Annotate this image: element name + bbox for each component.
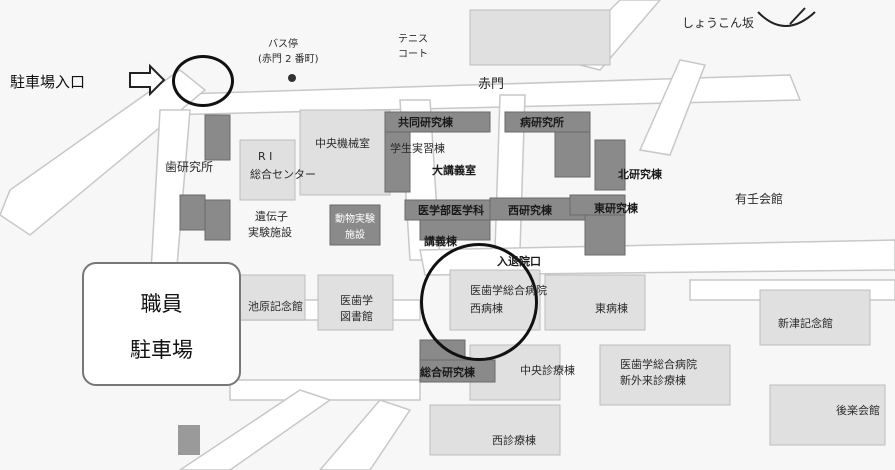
shintsu-hall-label: 新津記念館 xyxy=(778,317,833,330)
hospital-circle xyxy=(420,243,538,361)
joint-research-label: 共同研究棟 xyxy=(398,116,453,129)
hospital-label: 医歯学総合病院 xyxy=(470,284,547,297)
tennis-court-label-1: テニス xyxy=(398,34,428,45)
hospital-entrance-label: 入退院口 xyxy=(497,255,541,268)
hospital-west-label: 西病棟 xyxy=(470,302,503,315)
lecture-building-label: 講義棟 xyxy=(424,235,457,248)
gene-facility-label-1: 遺伝子 xyxy=(255,210,288,223)
bus-stop-sub-label: (赤門 2 番町) xyxy=(258,54,319,65)
entrance-circle xyxy=(172,55,234,107)
big-lecture-hall-label: 大講義室 xyxy=(432,164,476,177)
animal-facility-label-1: 動物実験 xyxy=(335,214,375,225)
east-research-label: 東研究棟 xyxy=(594,202,638,215)
central-machine-room-label: 中央機械室 xyxy=(315,137,370,150)
north-research-label: 北研究棟 xyxy=(618,168,662,181)
research-institute-label: 病研究所 xyxy=(520,116,564,129)
ri-center-label-2: 総合センター xyxy=(250,168,316,181)
akamon-label: 赤門 xyxy=(478,77,505,92)
general-research-label: 総合研究棟 xyxy=(420,366,475,379)
outpatient-label-2: 新外来診療棟 xyxy=(620,374,686,387)
central-clinic-label: 中央診療棟 xyxy=(520,364,575,377)
med-dept-label: 医学部医学科 xyxy=(418,204,484,217)
animal-facility-label-2: 施設 xyxy=(345,230,365,241)
arisaku-label: 有壬会館 xyxy=(735,192,784,206)
staff-parking-line1: 職員 xyxy=(140,292,183,316)
library-label-1: 医歯学 xyxy=(340,294,373,307)
west-research-label: 西研究棟 xyxy=(508,204,552,217)
gene-facility-label-2: 実験施設 xyxy=(248,226,292,239)
koraku-hall-label: 後楽会館 xyxy=(836,404,880,417)
staff-parking-line2: 駐車場 xyxy=(130,338,193,362)
ri-center-label-1: R I xyxy=(258,150,273,163)
tennis-court-label-2: コート xyxy=(398,49,428,60)
staff-parking: 職員 駐車場 xyxy=(82,262,241,386)
ikehara-hall-label: 池原記念館 xyxy=(248,300,303,313)
dental-research-label: 歯研究所 xyxy=(165,160,214,174)
west-clinic-label: 西診療棟 xyxy=(492,434,536,447)
parking-entrance-label: 駐車場入口 xyxy=(10,73,86,91)
bus-stop-label: バス停 xyxy=(268,39,298,50)
library-label-2: 図書館 xyxy=(340,310,373,323)
shokonzaka-label: しょうこん坂 xyxy=(682,16,755,30)
hospital-east-label: 東病棟 xyxy=(595,302,628,315)
entrance-arrow-icon xyxy=(129,63,166,97)
student-hall-label: 学生実習棟 xyxy=(390,142,445,155)
outpatient-label-1: 医歯学総合病院 xyxy=(620,358,697,371)
